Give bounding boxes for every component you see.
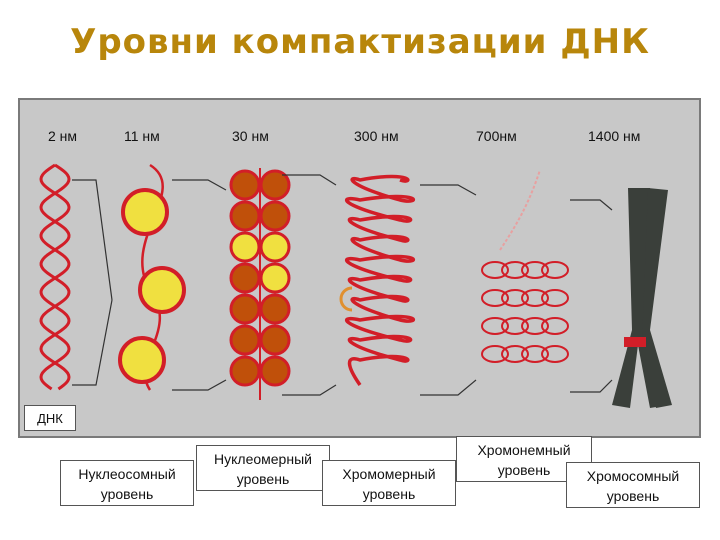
chromomer-loops — [339, 174, 416, 387]
chromonema-coil — [501, 289, 529, 307]
nucleomer-bead — [229, 324, 261, 356]
chromomer-marker — [339, 286, 353, 312]
scale-label-300nm: 300 нм — [354, 128, 399, 144]
chromonema-coil — [521, 289, 549, 307]
dna-strand-b — [39, 163, 71, 391]
nucleomer-bead — [229, 231, 261, 263]
chromonema-coil — [501, 261, 529, 279]
nucleomer-bead — [259, 324, 291, 356]
chromonema-coils — [481, 169, 569, 363]
nucleomer-bead — [229, 355, 261, 387]
dna-label: ДНК — [24, 405, 76, 431]
scale-label-2nm: 2 нм — [48, 128, 78, 144]
chromonema-coil — [541, 345, 569, 363]
connector-line — [282, 384, 337, 396]
chromonema-coil — [481, 317, 509, 335]
nucleomer-bead — [229, 200, 261, 232]
chromatid-right — [642, 188, 672, 408]
nucleosome-bead-2 — [138, 266, 186, 314]
nucleomer-bead — [229, 169, 261, 201]
chromonema-coil — [521, 261, 549, 279]
dna-double-helix — [39, 163, 71, 391]
chromonema-coil — [501, 345, 529, 363]
connector-line — [282, 174, 337, 186]
chromosome — [612, 188, 672, 408]
nucleomer-bead — [259, 231, 291, 263]
connector-line — [570, 199, 613, 211]
chromonema-coil — [481, 261, 509, 279]
nucleomer-bead — [259, 293, 291, 325]
chromonema-coil — [541, 261, 569, 279]
chromosome-band — [624, 337, 646, 347]
nucleomer-bead — [229, 293, 261, 325]
chromonema-coil — [481, 345, 509, 363]
dna-strand-a — [39, 163, 71, 391]
chromonema-coil — [521, 345, 549, 363]
chromonema-coil — [541, 289, 569, 307]
scale-label-700nm: 700нм — [476, 128, 517, 144]
connector-line — [72, 299, 113, 386]
nucleomer-bead — [229, 262, 261, 294]
page-title: Уровни компактизации ДНК — [70, 22, 650, 62]
connector-line — [172, 179, 227, 191]
connector-line — [570, 379, 613, 393]
chromonema-coil — [501, 317, 529, 335]
scale-label-1400nm: 1400 нм — [588, 128, 641, 144]
nucleomer-fiber — [229, 168, 291, 400]
connector-line — [172, 379, 227, 391]
nucleosome-bead-3 — [118, 336, 166, 384]
nucleomer-bead — [259, 355, 291, 387]
chromomer-chain — [344, 174, 416, 387]
connector-line — [420, 379, 477, 396]
nucleosome-bead-1 — [121, 188, 169, 236]
chromonema-coil — [541, 317, 569, 335]
chromonema-thread — [499, 169, 541, 251]
scale-label-30nm: 30 нм — [232, 128, 269, 144]
nucleomer-bead — [259, 262, 291, 294]
connector-line — [72, 179, 113, 301]
nucleosome-fiber — [118, 163, 186, 391]
connector-lines — [72, 174, 613, 396]
nucleomer-bead — [259, 200, 291, 232]
connector-line — [420, 184, 477, 196]
chromonema-coil — [521, 317, 549, 335]
scale-label-11nm: 11 нм — [124, 128, 160, 144]
chromatid-left — [612, 188, 668, 408]
chromonema-coil — [481, 289, 509, 307]
